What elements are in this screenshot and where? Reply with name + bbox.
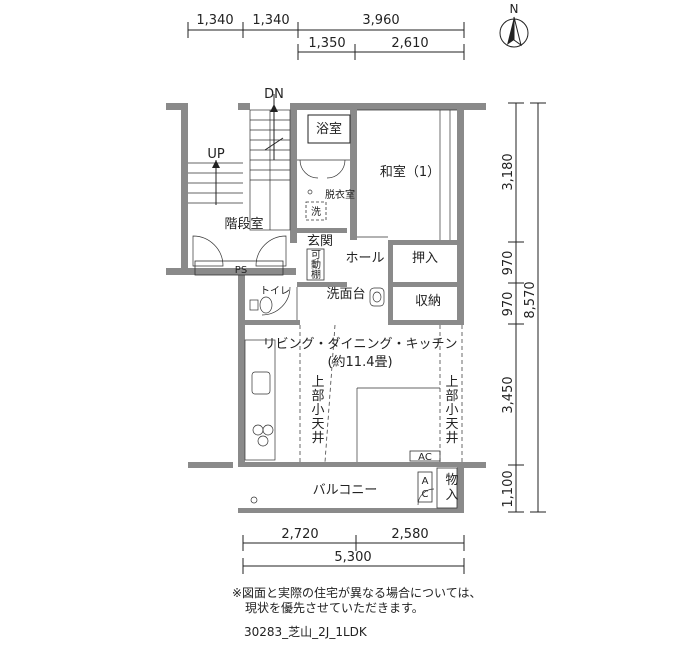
washroom-label: 脱衣室	[325, 188, 355, 201]
ac-indoor-label: AC	[418, 452, 432, 463]
dim-right-4: 3,450	[501, 376, 516, 413]
dim-right-1: 3,180	[501, 153, 516, 190]
ceiling-left-3: 小	[311, 403, 324, 418]
ceiling-left-2: 部	[311, 389, 324, 404]
note-line-1: ※図面と実際の住宅が異なる場合については、	[232, 585, 481, 600]
ceiling-right-1: 上	[445, 375, 458, 390]
ceiling-right-2: 部	[445, 389, 458, 404]
dim-top-2: 1,340	[252, 13, 289, 28]
footnote: ※図面と実際の住宅が異なる場合については、 現状を優先させていただきます。 30…	[232, 585, 481, 639]
bottom-dimensions: 2,720 2,580 5,300	[242, 527, 465, 574]
right-dimensions: 3,180 970 970 3,450 1,100 8,570	[501, 102, 546, 513]
bath-label: 浴室	[316, 121, 342, 137]
washitsu: 和室（1）	[357, 109, 457, 240]
note-line-2: 現状を優先させていただきます。	[245, 601, 424, 615]
storeroom-label-bottom: 入	[445, 488, 458, 503]
dim-bottom-1: 2,720	[281, 527, 318, 542]
washitsu-label: 和室（1）	[380, 164, 440, 180]
ceiling-left-4: 天	[311, 417, 324, 432]
entrance-label: 玄関	[307, 234, 333, 249]
ceiling-right-4: 天	[445, 417, 458, 432]
dim-top-5: 2,610	[391, 36, 428, 51]
top-dimensions: 1,340 1,340 3,960 1,350 2,610	[187, 13, 465, 60]
ldk-size-label: (約11.4畳)	[327, 355, 392, 370]
washer-label: 洗	[311, 206, 321, 218]
dim-right-5: 1,100	[501, 470, 516, 507]
storeroom-label-top: 物	[445, 473, 458, 488]
stair-up-label: UP	[207, 147, 225, 162]
ceiling-left-1: 上	[311, 375, 324, 390]
stair-down-label: DN	[264, 87, 284, 102]
senmendai-label: 洗面台	[326, 287, 365, 302]
balcony: バルコニー A C 物 入	[250, 467, 459, 509]
toilet-label: トイレ	[260, 286, 290, 297]
shelf-label-1: 可	[311, 250, 321, 261]
ac-outdoor-label-1: A	[422, 476, 429, 487]
stairwell: DN UP 階段室 PS	[188, 87, 291, 276]
north-arrow-icon: N	[499, 2, 529, 48]
dim-right-total: 8,570	[523, 281, 538, 318]
dim-right-3: 970	[501, 292, 516, 317]
ceiling-right-3: 小	[445, 403, 458, 418]
shelf-label-2: 動	[311, 258, 321, 271]
dim-right-2: 970	[501, 251, 516, 276]
balcony-label: バルコニー	[313, 483, 378, 498]
ldk-label: リビング・ダイニング・キッチン	[262, 337, 457, 352]
toilet-area: トイレ 洗面台	[249, 286, 385, 320]
walls	[166, 103, 486, 513]
ceiling-right-5: 井	[445, 431, 458, 446]
storage-label: 収納	[415, 294, 441, 309]
compass-label: N	[510, 2, 519, 16]
entrance-hall: 玄関 可 動 棚 ホール 押入 収納	[306, 234, 441, 309]
dim-top-3: 3,960	[362, 13, 399, 28]
dim-bottom-total: 5,300	[334, 550, 371, 565]
ac-outdoor-label-2: C	[422, 489, 429, 500]
shelf-label-3: 棚	[311, 268, 321, 281]
hall-label: ホール	[345, 251, 384, 266]
ldk: リビング・ダイニング・キッチン (約11.4畳) 上 部 小 天 井 上 部 小…	[244, 324, 463, 463]
ceiling-left-5: 井	[311, 431, 324, 446]
dim-top-1: 1,340	[196, 13, 233, 28]
bath-area: 浴室 洗 脱衣室	[297, 114, 355, 221]
stairwell-label: 階段室	[224, 216, 263, 232]
ps-label: PS	[235, 265, 247, 276]
dim-bottom-2: 2,580	[391, 527, 428, 542]
plan-code: 30283_芝山_2J_1LDK	[244, 624, 368, 639]
dim-top-4: 1,350	[308, 36, 345, 51]
oshiire-label: 押入	[412, 251, 438, 266]
